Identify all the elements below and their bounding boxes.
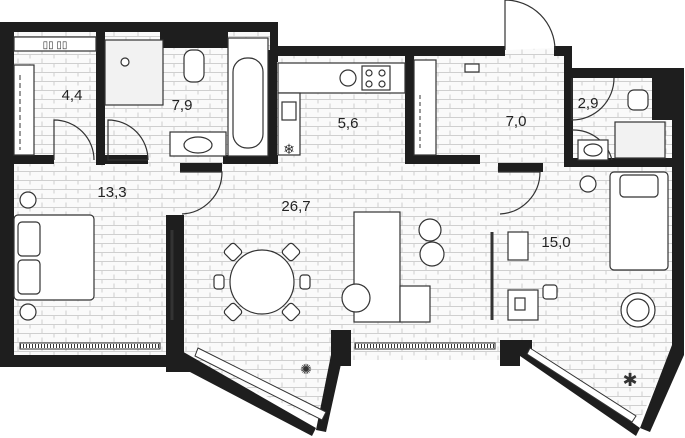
bedroom2-furniture: ✱ ✺ <box>300 171 669 390</box>
bedroom-furniture <box>13 191 95 321</box>
area-label-wardrobe: 7,0 <box>506 113 527 130</box>
area-label-living: 26,7 <box>281 198 310 215</box>
area-label-bedroom: 13,3 <box>97 184 126 201</box>
area-labels: 4,4 7,9 5,6 7,0 2,9 13,3 26,7 15,0 <box>62 87 599 251</box>
wardrobe-fixtures <box>413 59 480 156</box>
living-furniture <box>213 211 445 323</box>
area-label-bathroom: 7,9 <box>172 97 193 114</box>
area-label-hall: 4,4 <box>62 87 83 104</box>
svg-text:✺: ✺ <box>300 361 312 377</box>
windows <box>19 230 637 423</box>
hall-furniture: ▯▯ ▯▯ <box>13 36 97 156</box>
doors <box>53 0 615 215</box>
area-label-kitchen: 5,6 <box>338 115 359 132</box>
area-label-bedroom2: 15,0 <box>541 234 570 251</box>
interior-walls <box>12 30 672 172</box>
area-label-wc: 2,9 <box>578 95 599 112</box>
bathroom-fixtures <box>104 37 269 157</box>
kitchen-fixtures: ❄ <box>277 62 406 157</box>
svg-text:✱: ✱ <box>622 370 637 390</box>
svg-text:❄: ❄ <box>283 141 295 157</box>
outer-walls <box>0 22 684 436</box>
svg-text:▯▯ ▯▯: ▯▯ ▯▯ <box>43 40 68 51</box>
wc-fixtures <box>577 89 666 161</box>
